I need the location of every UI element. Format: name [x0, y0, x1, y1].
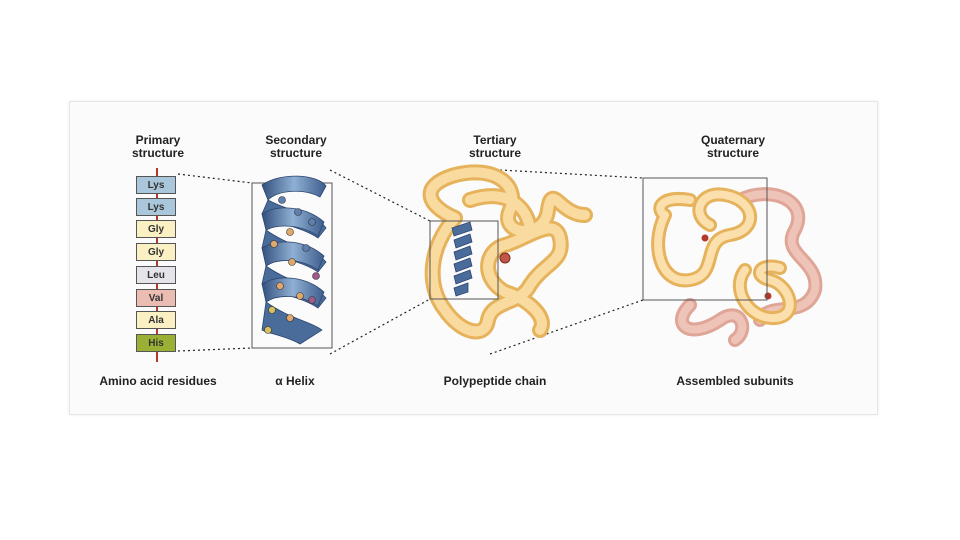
residue-7: Ala	[136, 311, 176, 329]
quaternary-box	[642, 177, 768, 301]
residue-2: Lys	[136, 198, 176, 216]
caption-primary: Amino acid residues	[99, 374, 217, 388]
quaternary-heme-group-1	[701, 234, 709, 242]
alpha-helix-ribbon	[261, 175, 327, 345]
residue-6: Val	[136, 289, 176, 307]
tertiary-helix	[451, 221, 473, 297]
quaternary-heme-group-2	[764, 292, 772, 300]
caption-quaternary: Assembled subunits	[676, 374, 794, 388]
residue-3: Gly	[136, 220, 176, 238]
helix-atoms	[264, 196, 320, 334]
caption-secondary: α Helix	[275, 374, 315, 388]
residue-1: Lys	[136, 176, 176, 194]
tertiary-heme-group	[499, 252, 511, 264]
residue-8: His	[136, 334, 176, 352]
residue-5: Leu	[136, 266, 176, 284]
tertiary-polypeptide-chain	[422, 164, 593, 340]
protein-structure-figure	[69, 101, 878, 415]
caption-tertiary: Polypeptide chain	[443, 374, 547, 388]
residue-4: Gly	[136, 243, 176, 261]
quaternary-subunits	[651, 187, 823, 347]
connector-lines	[177, 169, 644, 355]
tertiary-helix-box	[429, 220, 499, 300]
